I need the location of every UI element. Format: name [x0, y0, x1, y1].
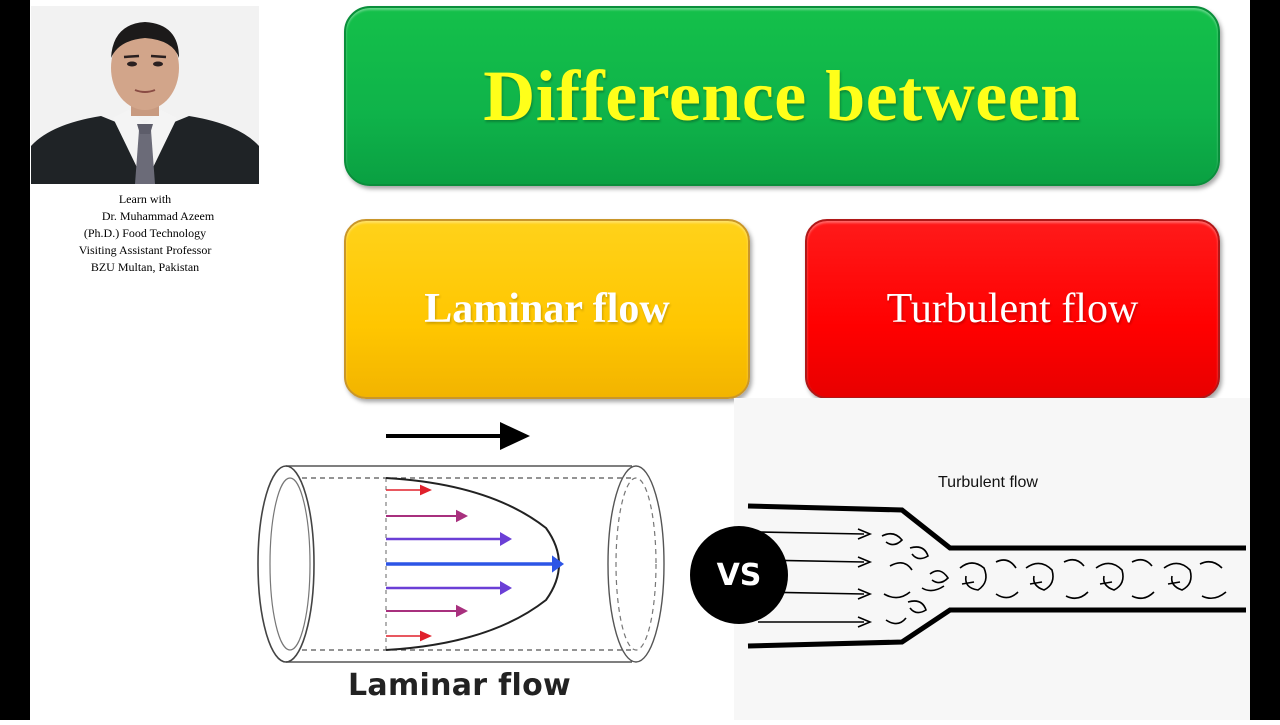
bio-line: Learn with: [118, 192, 172, 206]
velocity-arrowhead: [456, 604, 468, 618]
velocity-arrows: [386, 484, 564, 642]
bio-line: Dr. Muhammad Azeem: [101, 209, 215, 223]
velocity-arrowhead: [456, 509, 468, 523]
presenter-bio: Learn with Dr. Muhammad Azeem (Ph.D.) Fo…: [40, 191, 250, 276]
turbulent-flow-box: Turbulent flow: [805, 219, 1220, 399]
vs-label: VS: [716, 557, 762, 593]
turbulent-flow-diagram: [734, 398, 1250, 720]
velocity-arrowhead: [420, 484, 432, 496]
laminar-flow-box: Laminar flow: [344, 219, 750, 399]
laminar-flow-label: Laminar flow: [424, 286, 670, 332]
page-title: Difference between: [483, 55, 1081, 136]
laminar-flow-diagram: Laminar flow: [250, 398, 680, 720]
bio-line: (Ph.D.) Food Technology: [83, 226, 207, 240]
title-banner: Difference between: [344, 6, 1220, 186]
left-black-bar: [0, 0, 30, 720]
bio-line: Visiting Assistant Professor: [78, 243, 212, 257]
bio-line: BZU Multan, Pakistan: [90, 260, 200, 274]
velocity-arrowhead: [552, 555, 564, 573]
velocity-arrowhead: [420, 630, 432, 642]
velocity-arrowhead: [500, 581, 512, 595]
laminar-caption: Laminar flow: [348, 668, 572, 703]
right-black-bar: [1250, 0, 1280, 720]
turbulent-flow-label: Turbulent flow: [886, 286, 1139, 332]
presenter-photo: [31, 6, 259, 184]
vs-badge: VS: [690, 526, 788, 624]
turbulent-diagram-title: Turbulent flow: [938, 474, 1038, 491]
velocity-arrowhead: [500, 532, 512, 546]
